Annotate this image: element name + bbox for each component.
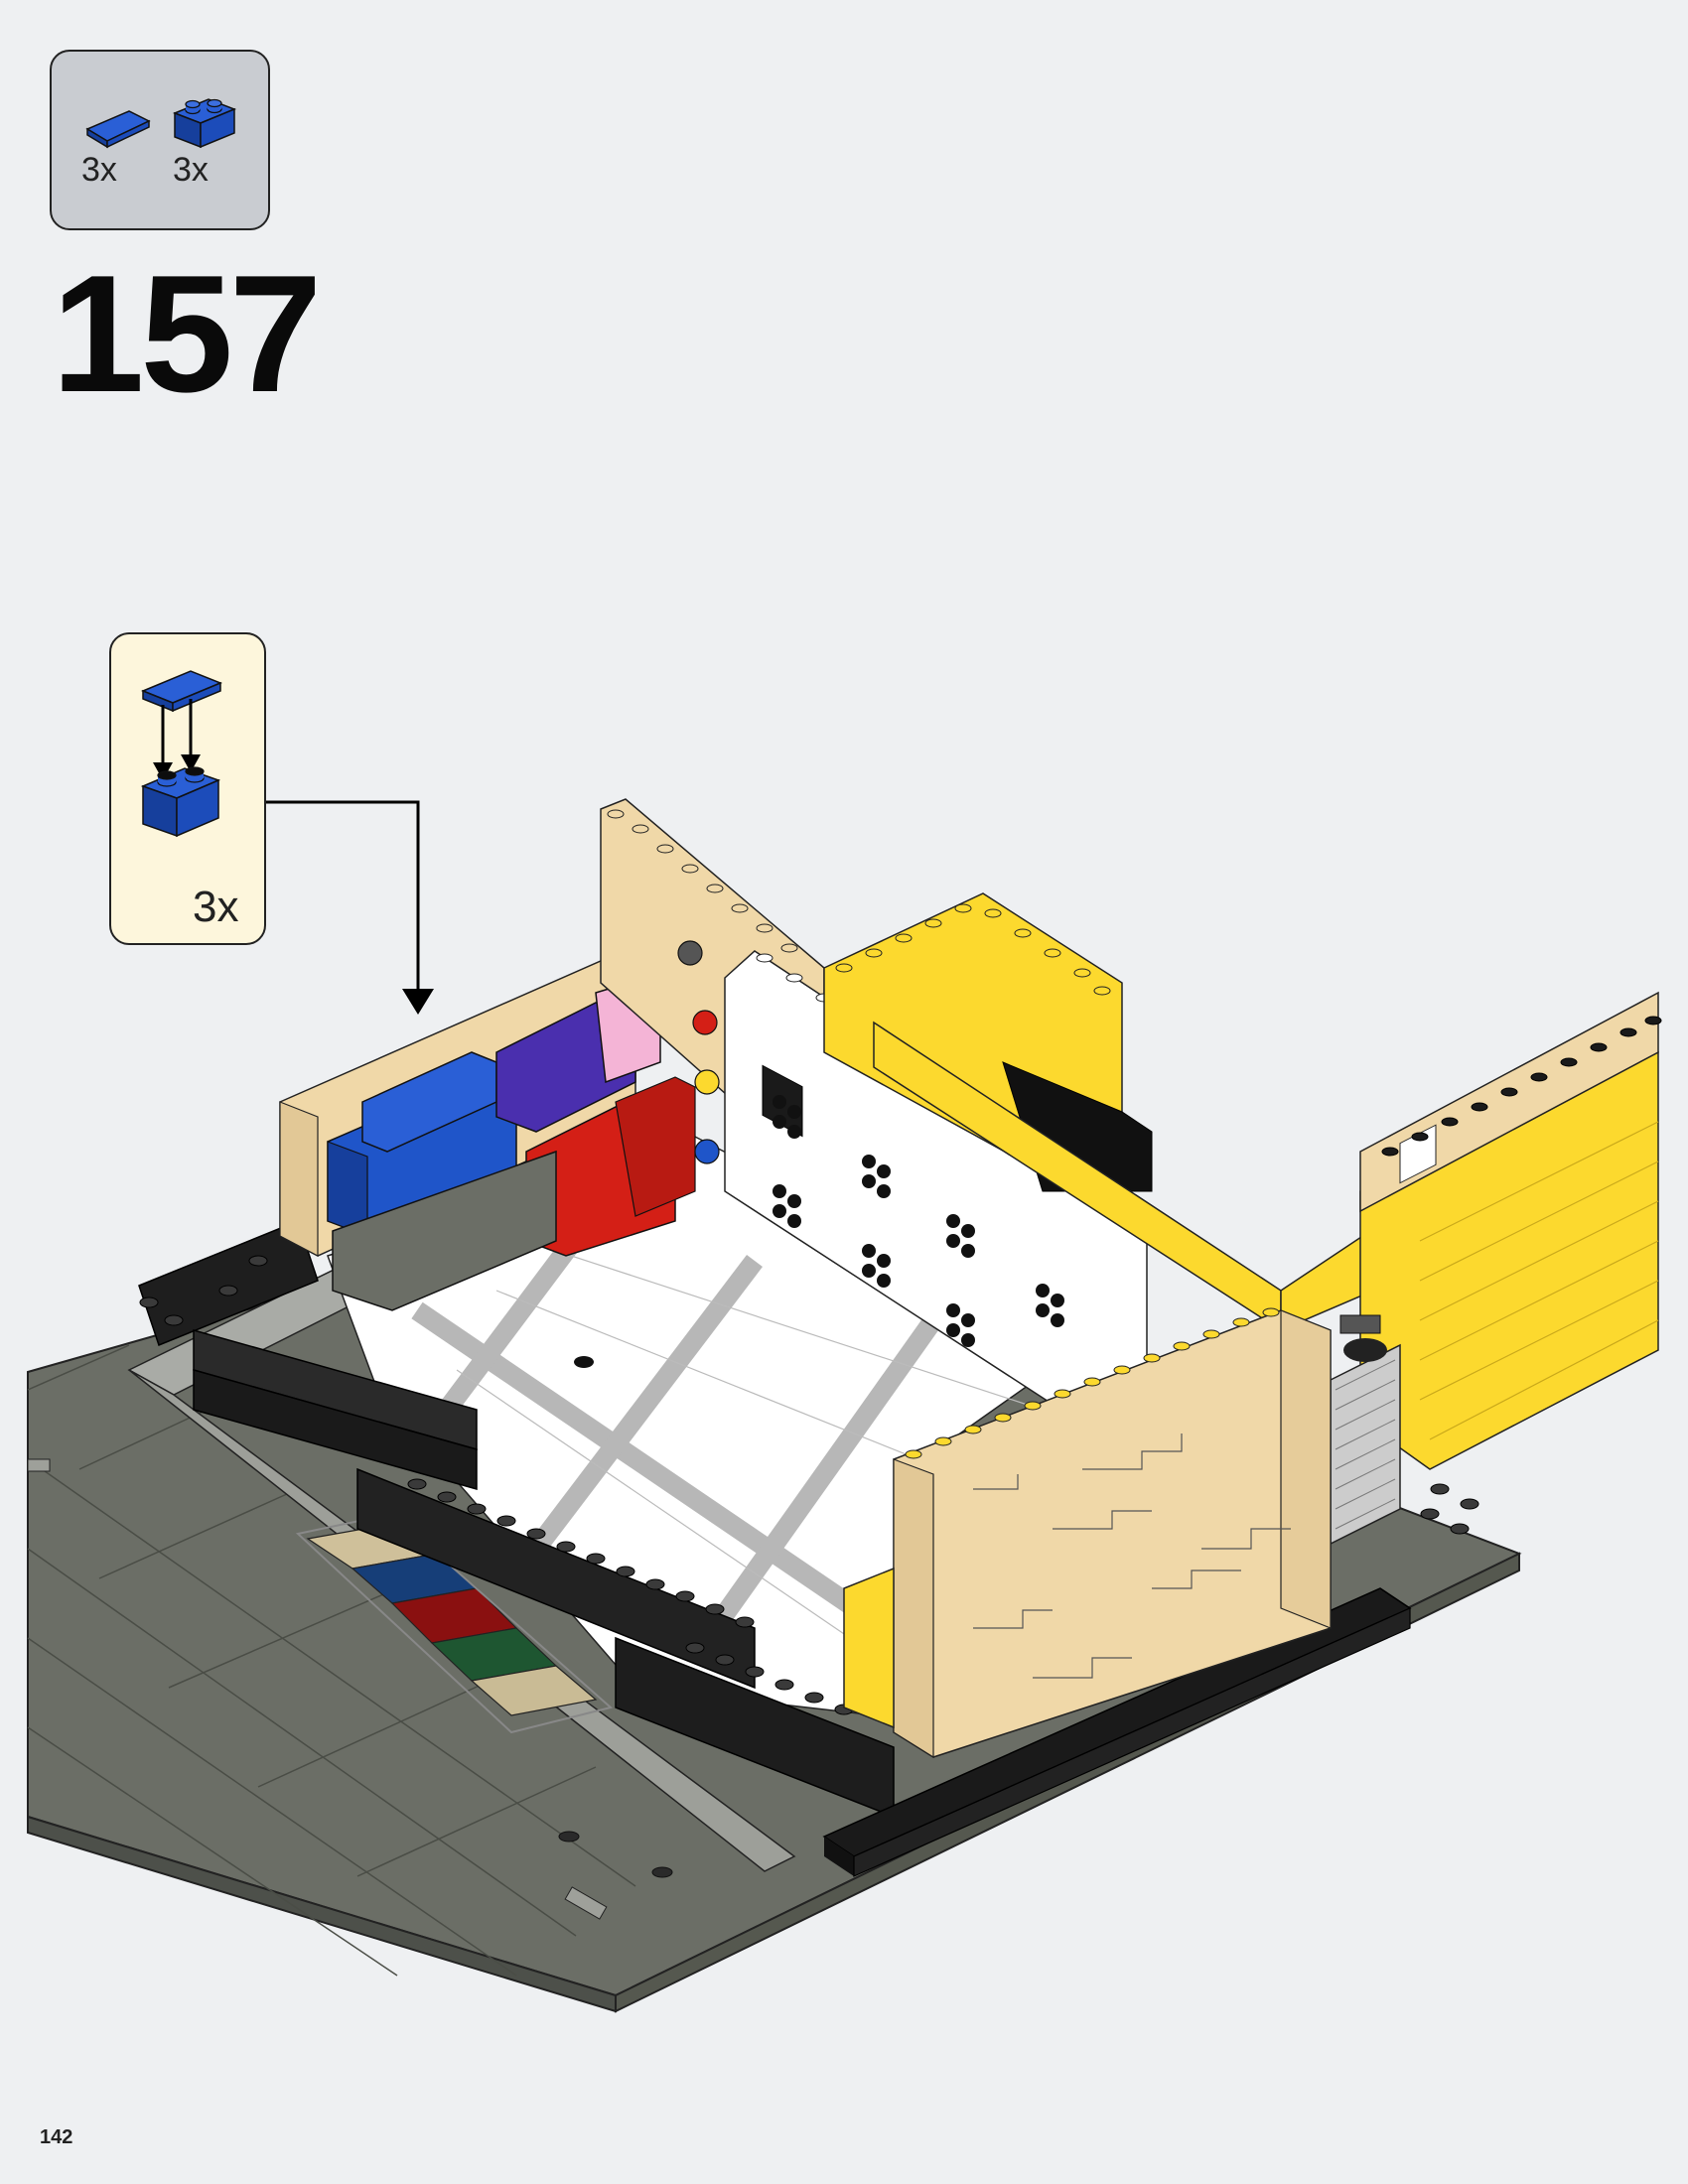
part-quantity: 3x	[81, 151, 117, 189]
part-quantity: 3x	[173, 151, 209, 189]
parts-list-box: 3x 3x	[50, 50, 270, 230]
blue-brick-1x2-icon	[172, 98, 237, 149]
page-number: 142	[40, 2126, 73, 2148]
blue-tile-1x2-icon	[85, 110, 151, 149]
sub-assembly-callout: 3x	[109, 632, 266, 945]
sub-assembly-diagram	[141, 670, 222, 838]
step-number: 157	[52, 240, 322, 427]
sub-assembly-quantity: 3x	[193, 883, 239, 931]
